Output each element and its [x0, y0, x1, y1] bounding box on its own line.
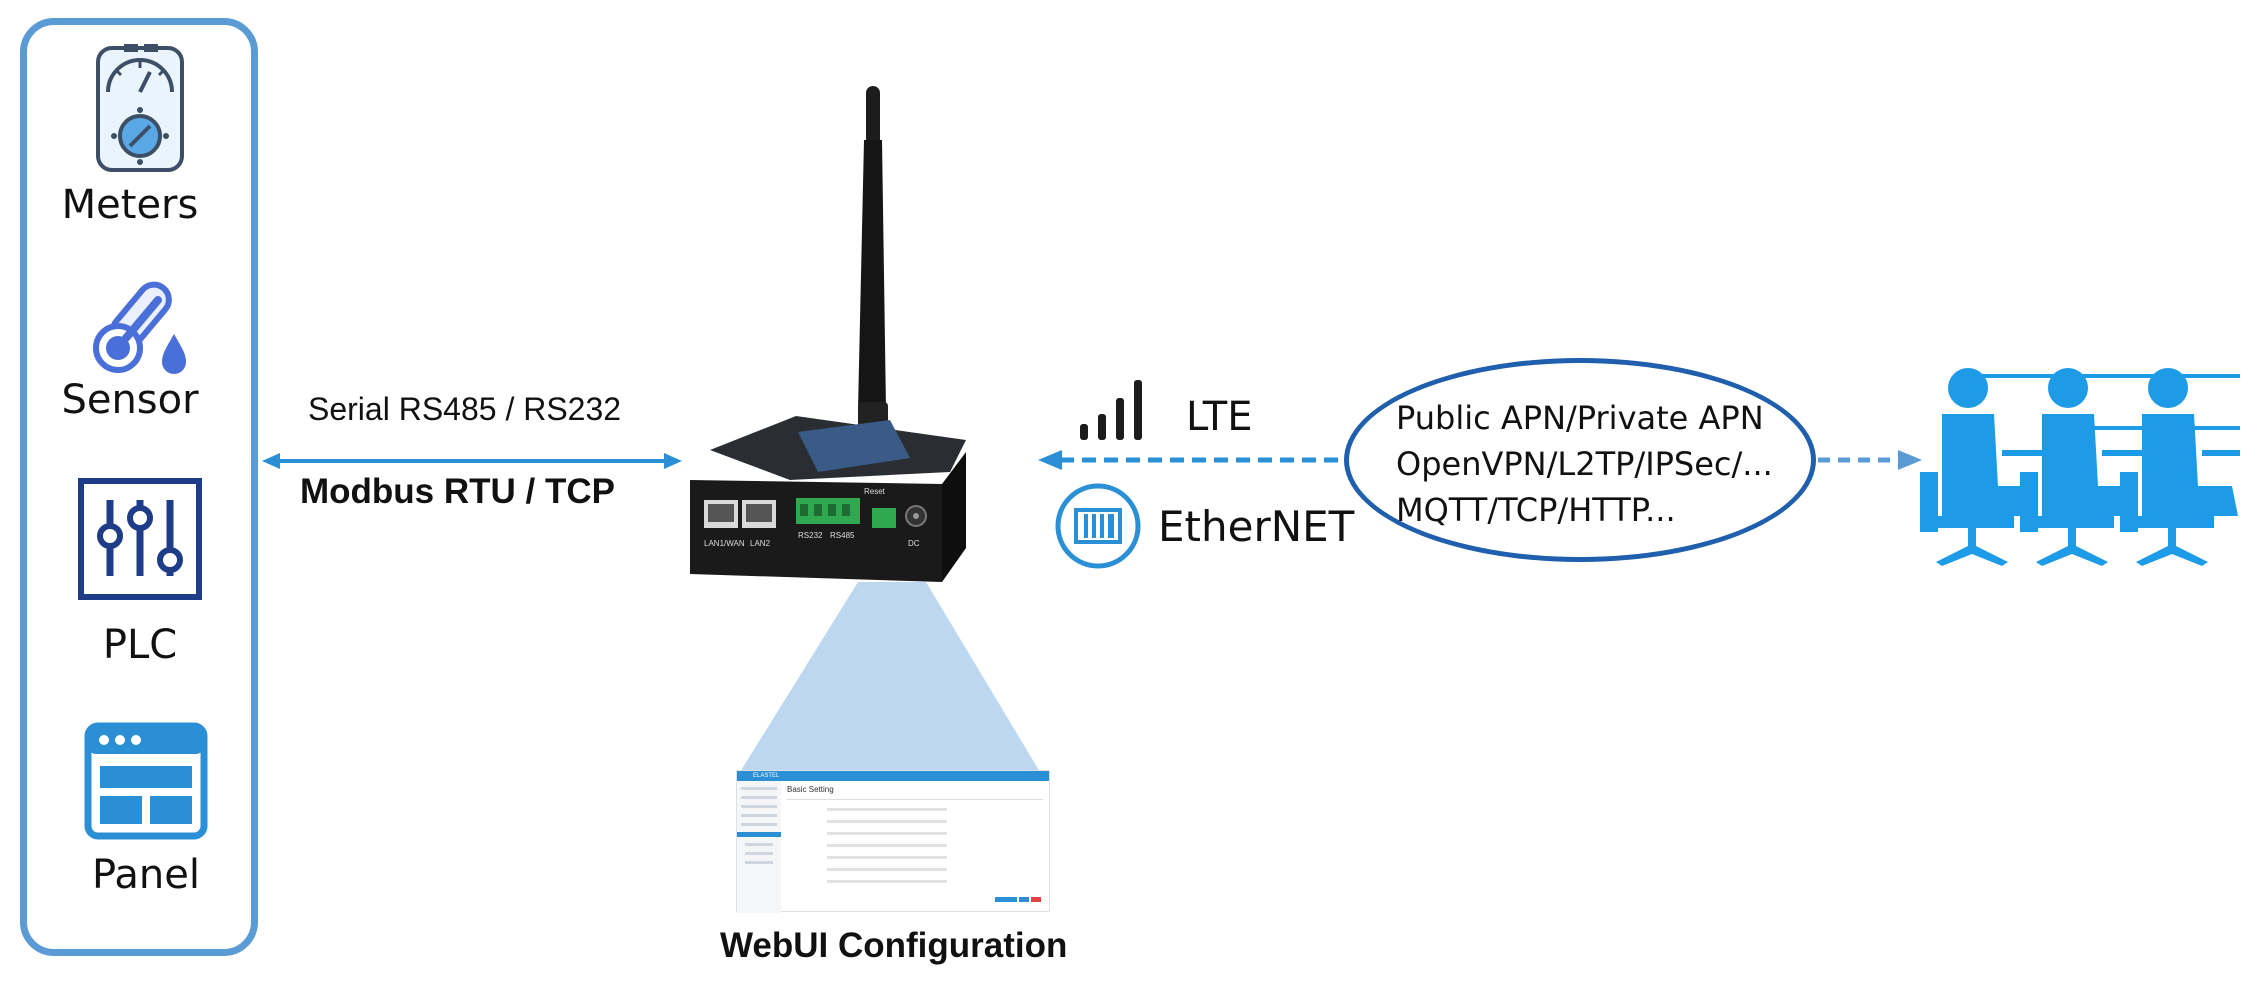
protocol-line: Public APN/Private APN: [1396, 399, 1764, 437]
operators-workstation-icon: [1920, 368, 2240, 566]
router-port-label: Reset: [864, 487, 886, 496]
panel-window-icon: [84, 722, 208, 840]
lte-router-icon: LAN1/WAN LAN2 RS232 RS485 Reset DC: [690, 86, 966, 582]
device-label-sensor: Sensor: [61, 377, 199, 423]
router-port-label: RS232: [798, 531, 823, 540]
ethernet-port-icon: [1055, 483, 1141, 569]
device-panel: [20, 18, 258, 956]
webui-sidebar: [737, 781, 781, 913]
signal-bars-icon: [1080, 380, 1142, 440]
device-label-panel: Panel: [92, 852, 200, 898]
serial-link-arrow: [262, 453, 682, 469]
router-port-label: RS485: [830, 531, 855, 540]
lte-label: LTE: [1186, 394, 1253, 440]
webui-screenshot: ELASTEL Basic Setting: [736, 770, 1050, 913]
webui-brand: ELASTEL: [753, 773, 780, 779]
webui-topbar: ELASTEL: [737, 771, 1049, 781]
serial-link-label: Serial RS485 / RS232: [308, 391, 622, 427]
router-port-label: DC: [908, 539, 920, 548]
webui-caption: WebUI Configuration: [720, 926, 1068, 965]
webui-page-title: Basic Setting: [787, 785, 834, 794]
plc-sliders-icon: [78, 478, 202, 600]
thermometer-sensor-icon: [93, 281, 186, 374]
device-label-plc: PLC: [102, 622, 178, 668]
modbus-label: Modbus RTU / TCP: [300, 472, 615, 511]
protocol-oval: [1344, 358, 1816, 562]
cloud-to-operators-arrow: [1818, 450, 1922, 470]
protocol-line: MQTT/TCP/HTTP...: [1396, 491, 1676, 529]
uplink-arrow: [1038, 450, 1346, 470]
protocol-line: OpenVPN/L2TP/IPSec/...: [1396, 445, 1773, 483]
ethernet-label: EtherNET: [1158, 502, 1355, 551]
webui-projection-beam: [740, 582, 1040, 772]
router-port-label: LAN2: [750, 539, 771, 548]
router-port-label: LAN1/WAN: [704, 539, 745, 548]
device-label-meters: Meters: [61, 182, 199, 228]
meter-gauge-icon: [96, 44, 184, 172]
webui-form: [787, 799, 1043, 904]
